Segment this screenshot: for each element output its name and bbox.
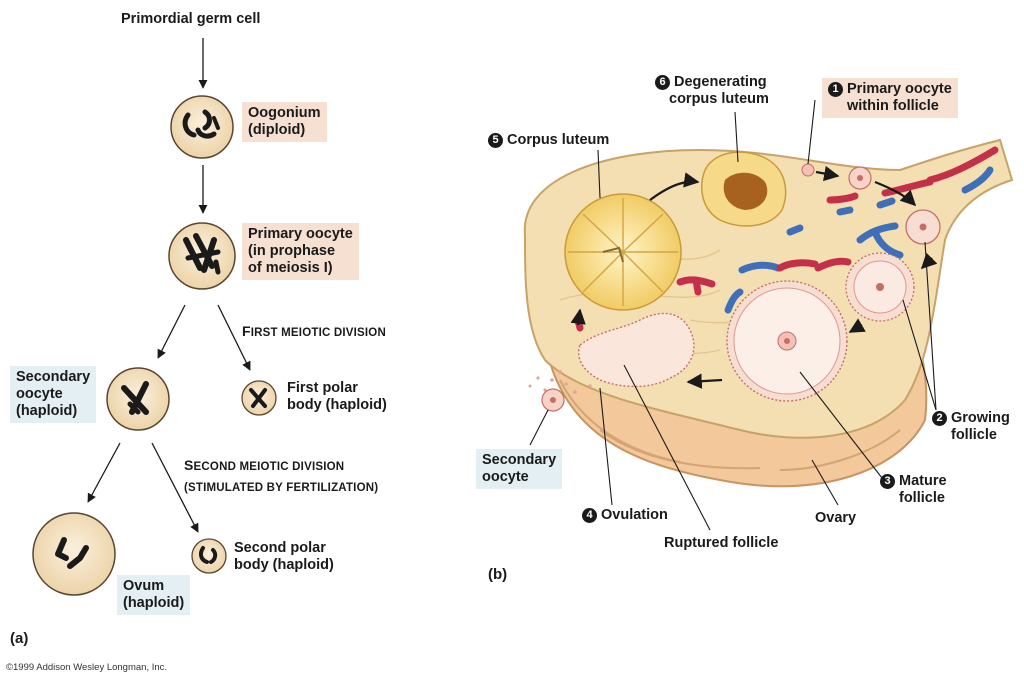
secondary-oocyte-cell [107,368,169,430]
oogonium-cell [171,96,233,158]
second-polar-body-cell [192,539,226,573]
copyright-notice: ©1999 Addison Wesley Longman, Inc. [6,662,167,673]
oogonium-label: Oogonium (diploid) [242,102,327,142]
degenerating-corpus-luteum [702,152,786,226]
ovum-cell [33,513,115,595]
corpus-luteum [565,194,681,310]
ovum-label: Ovum (haploid) [117,575,190,615]
primary-oocyte-label: Primary oocyte (in prophase of meiosis I… [242,223,359,280]
panel-a-tag: (a) [10,630,28,647]
secondary-oocyte-b-label: Secondary oocyte [476,449,562,489]
released-secondary-oocyte [542,389,564,411]
ovary-illustration [525,100,1012,530]
primordial-germ-cell-label: Primordial germ cell [121,11,260,28]
ovary-label: Ovary [815,510,856,527]
second-polar-body-label: Second polar body (haploid) [234,540,334,574]
mature-follicle [727,281,847,401]
second-meiotic-division-label: SECOND MEIOTIC DIVISION (STIMULATED BY F… [184,457,378,497]
first-polar-body-label: First polar body (haploid) [287,380,387,414]
primary-oocyte-cell [169,223,235,289]
secondary-oocyte-label: Secondary oocyte (haploid) [10,366,96,423]
first-polar-body-cell [242,381,276,415]
ruptured-follicle-label: Ruptured follicle [664,535,778,552]
panel-a-lineage [33,38,276,595]
panel-b-tag: (b) [488,566,507,583]
first-meiotic-division-label: FIRST MEIOTIC DIVISION [242,323,386,342]
